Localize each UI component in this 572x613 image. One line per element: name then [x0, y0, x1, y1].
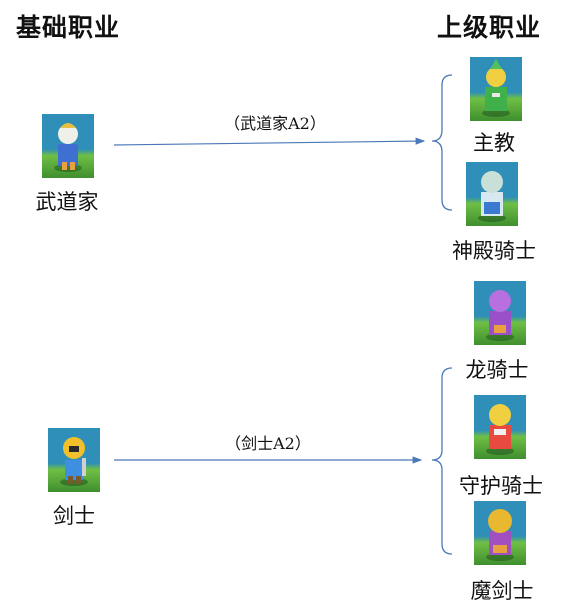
guardian-knight-label: 守护骑士 — [459, 474, 543, 498]
monk-sprite-icon — [42, 114, 94, 178]
magic-swordsman-sprite-icon — [474, 501, 526, 565]
swordsman-sprite-icon — [48, 428, 100, 492]
swordsman-label: 剑士 — [53, 504, 95, 528]
bishop-label: 主教 — [473, 131, 515, 155]
swordsman-condition-label: （剑士A2） — [225, 434, 311, 453]
dragon-knight-label: 龙骑士 — [465, 358, 529, 382]
base-job-header: 基础职业 — [16, 13, 121, 42]
dragon-knight-sprite-icon — [474, 281, 526, 345]
monk-bracket — [431, 74, 453, 211]
advanced-job-header: 上级职业 — [437, 13, 542, 42]
bishop-sprite-icon — [470, 57, 522, 121]
monk-condition-label: （武道家A2） — [224, 114, 326, 133]
monk-arrow — [113, 137, 426, 146]
monk-label: 武道家 — [35, 190, 99, 214]
magic-swordsman-label: 魔剑士 — [470, 579, 534, 603]
temple-knight-sprite-icon — [466, 162, 518, 226]
guardian-knight-sprite-icon — [474, 395, 526, 459]
swordsman-bracket — [431, 367, 453, 555]
temple-knight-label: 神殿骑士 — [452, 239, 536, 263]
